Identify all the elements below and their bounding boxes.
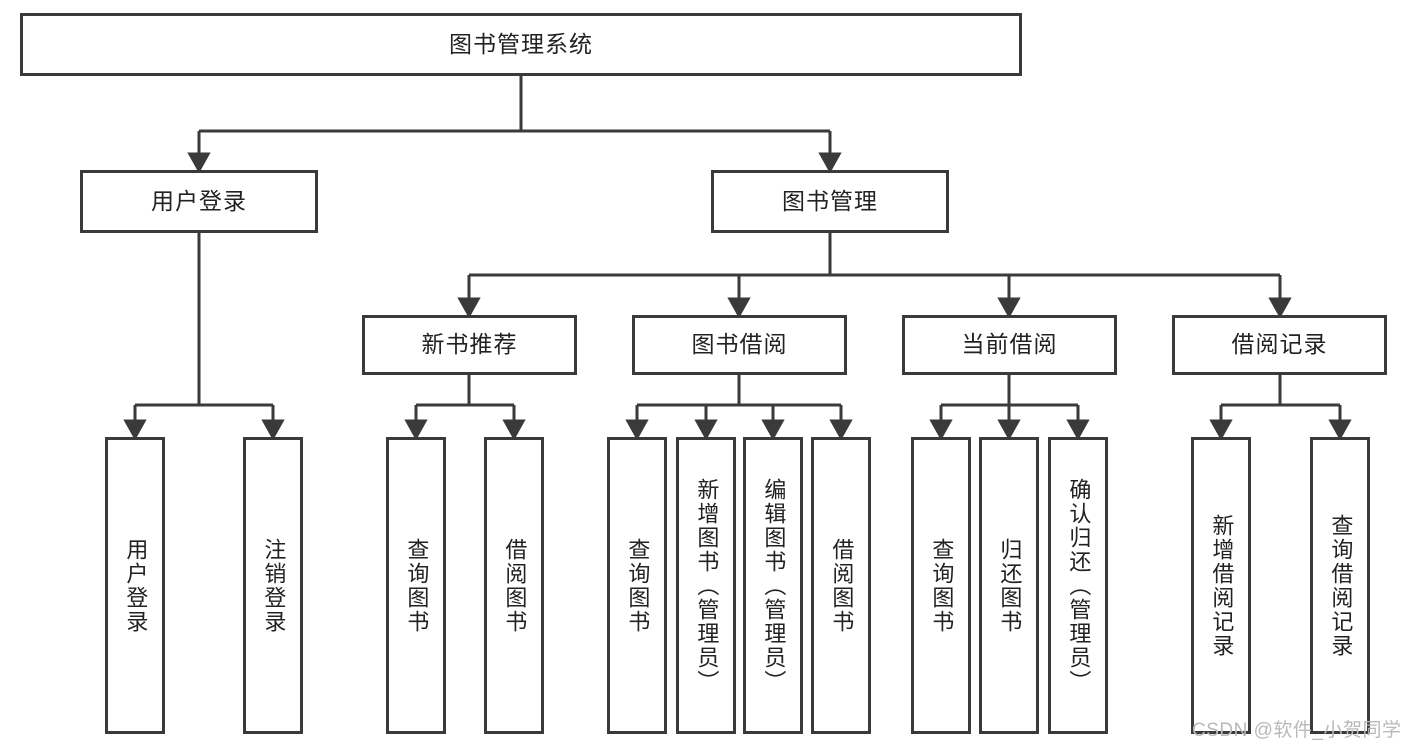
leaf-current-borrow-query[interactable]: 查询图书 (911, 437, 971, 734)
node-label: 图书管理 (782, 187, 878, 214)
leaf-book-borrow-edit[interactable]: 编辑图书（管理员） (743, 437, 803, 734)
leaf-label: 借阅图书 (829, 537, 855, 634)
leaf-label: 新增借阅记录 (1209, 513, 1235, 658)
leaf-label: 编辑图书（管理员） (761, 477, 787, 694)
node-label: 借阅记录 (1231, 331, 1328, 358)
leaf-label: 归还图书 (997, 537, 1023, 634)
node-current-borrow[interactable]: 当前借阅 (902, 315, 1117, 375)
leaf-current-borrow-confirm-return[interactable]: 确认归还（管理员） (1048, 437, 1108, 734)
leaf-book-borrow-add[interactable]: 新增图书（管理员） (676, 437, 736, 734)
node-book-borrow[interactable]: 图书借阅 (632, 315, 847, 375)
leaf-label: 注销登录 (261, 537, 287, 634)
leaf-book-borrow-query[interactable]: 查询图书 (607, 437, 667, 734)
leaf-label: 确认归还（管理员） (1066, 477, 1092, 694)
node-label: 当前借阅 (961, 331, 1058, 358)
leaf-label: 查询图书 (625, 537, 651, 634)
node-root-system[interactable]: 图书管理系统 (20, 13, 1022, 76)
node-label: 图书管理系统 (449, 30, 593, 57)
node-label: 新书推荐 (421, 331, 518, 358)
leaf-borrow-record-add[interactable]: 新增借阅记录 (1191, 437, 1251, 734)
leaf-user-login-login[interactable]: 用户登录 (105, 437, 165, 734)
node-borrow-record[interactable]: 借阅记录 (1172, 315, 1387, 375)
node-user-login[interactable]: 用户登录 (80, 170, 318, 233)
leaf-borrow-record-query[interactable]: 查询借阅记录 (1310, 437, 1370, 734)
leaf-new-book-borrow[interactable]: 借阅图书 (484, 437, 544, 734)
node-label: 图书借阅 (691, 331, 788, 358)
leaf-label: 新增图书（管理员） (694, 477, 720, 694)
leaf-label: 查询图书 (404, 537, 430, 634)
csdn-watermark: CSDN @软件_小贺同学 (1192, 720, 1402, 741)
leaf-book-borrow-borrow[interactable]: 借阅图书 (811, 437, 871, 734)
leaf-new-book-query[interactable]: 查询图书 (386, 437, 446, 734)
node-new-book-recommend[interactable]: 新书推荐 (362, 315, 577, 375)
leaf-label: 查询借阅记录 (1328, 513, 1354, 658)
leaf-user-login-logout[interactable]: 注销登录 (243, 437, 303, 734)
node-book-management[interactable]: 图书管理 (711, 170, 949, 233)
leaf-current-borrow-return[interactable]: 归还图书 (979, 437, 1039, 734)
leaf-label: 用户登录 (123, 537, 149, 634)
leaf-label: 借阅图书 (502, 537, 528, 634)
leaf-label: 查询图书 (929, 537, 955, 634)
node-label: 用户登录 (151, 187, 247, 214)
